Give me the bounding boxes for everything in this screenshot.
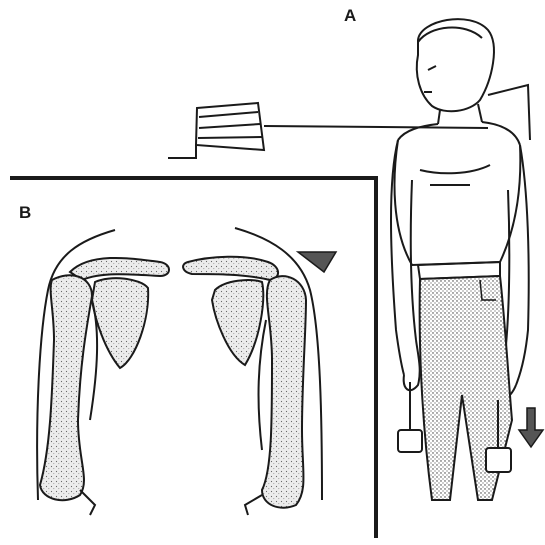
panel-b-down-arrow-icon bbox=[298, 252, 336, 272]
right-shoulder-bones bbox=[183, 228, 322, 515]
down-arrow-icon bbox=[519, 408, 543, 447]
panel-a-label: A bbox=[344, 6, 356, 26]
left-shoulder-bones bbox=[37, 230, 169, 515]
left-weight bbox=[398, 382, 422, 452]
panel-b-label: B bbox=[19, 203, 31, 223]
